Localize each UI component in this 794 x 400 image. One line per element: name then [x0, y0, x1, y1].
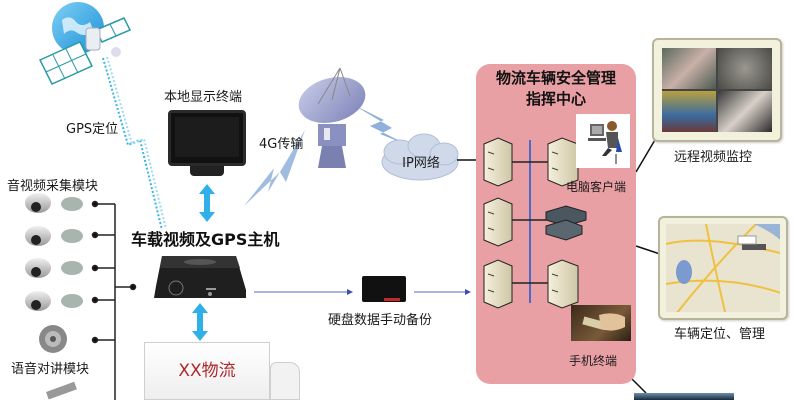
truck-brand-label: XX物流: [178, 361, 236, 381]
server-icon: [483, 197, 513, 247]
cloud-icon: [381, 133, 459, 181]
mobile-terminal-image: [571, 305, 631, 341]
server-icon: [547, 137, 579, 187]
vehicle-map-frame: [658, 216, 788, 320]
video-feed-2: [718, 48, 772, 89]
dome-camera-icon: [25, 193, 51, 213]
gps-position-label: GPS定位: [66, 122, 119, 137]
server-icon: [483, 259, 513, 309]
command-center-title-line1: 物流车辆安全管理: [495, 69, 616, 87]
center-to-bottom-line: [630, 377, 647, 394]
monitor-stand: [190, 166, 224, 176]
display-host-arrow: [199, 184, 215, 222]
command-center-title-line2: 指挥中心: [525, 90, 586, 108]
hand-phone-icon: [582, 313, 625, 331]
mobile-terminal-label: 手机终端: [569, 354, 618, 368]
pc-client-label: 电脑客户端: [566, 180, 627, 194]
peripheral-bus: [91, 200, 137, 400]
speaker-dome-icon: [61, 229, 83, 243]
pc-client-image: [576, 114, 630, 168]
remote-video-label: 远程视频监控: [674, 150, 753, 165]
server-icon: [483, 137, 513, 187]
4g-transmission-label: 4G传输: [259, 137, 304, 152]
hdd-backup-device: [362, 276, 406, 302]
host-truck-arrow: [192, 303, 208, 341]
speaker-dome-icon: [61, 261, 83, 275]
ip-network-label: IP网络: [402, 156, 440, 171]
4g-lightning-icon: [244, 130, 305, 206]
server-icon: [547, 259, 579, 309]
video-feed-1: [662, 48, 716, 89]
vehicle-location-label: 车辆定位、管理: [674, 327, 766, 342]
gps-signal-beam: [102, 56, 167, 231]
satellite-icon: [38, 2, 132, 85]
hdd-backup-indicator: [384, 298, 400, 301]
vehicle-dvr-host: [154, 256, 246, 298]
dome-camera-icon: [25, 258, 51, 278]
partial-screen-image: [634, 393, 734, 400]
command-center-title: 物流车辆安全管理 指挥中心: [476, 68, 636, 110]
hdd-backup-label: 硬盘数据手动备份: [328, 313, 433, 328]
vehicle-map: [666, 224, 780, 312]
dome-camera-icon: [25, 291, 51, 311]
partial-device-icon: [45, 381, 77, 400]
dome-camera-icon: [25, 226, 51, 246]
speaker-dome-icon: [61, 294, 83, 308]
av-capture-module-label: 音视频采集模块: [7, 179, 99, 194]
computer-user-icon: [588, 121, 622, 164]
local-display-label: 本地显示终端: [164, 90, 243, 105]
center-to-map-line: [635, 245, 661, 255]
video-feed-4: [718, 91, 772, 132]
intercom-module-label: 语音对讲模块: [11, 362, 90, 377]
map-roads-icon: [666, 224, 780, 312]
video-grid: [662, 48, 772, 132]
video-feed-3: [662, 91, 716, 132]
ip-lightning-icon: [352, 104, 410, 146]
storage-device-icon: [545, 205, 587, 241]
speaker-dome-icon: [61, 197, 83, 211]
satellite-dish-icon: [298, 67, 366, 168]
microphone-icon: [39, 325, 67, 353]
local-display-monitor: [168, 110, 246, 166]
remote-video-frame: [652, 38, 782, 142]
vehicle-host-label: 车载视频及GPS主机: [131, 230, 280, 249]
